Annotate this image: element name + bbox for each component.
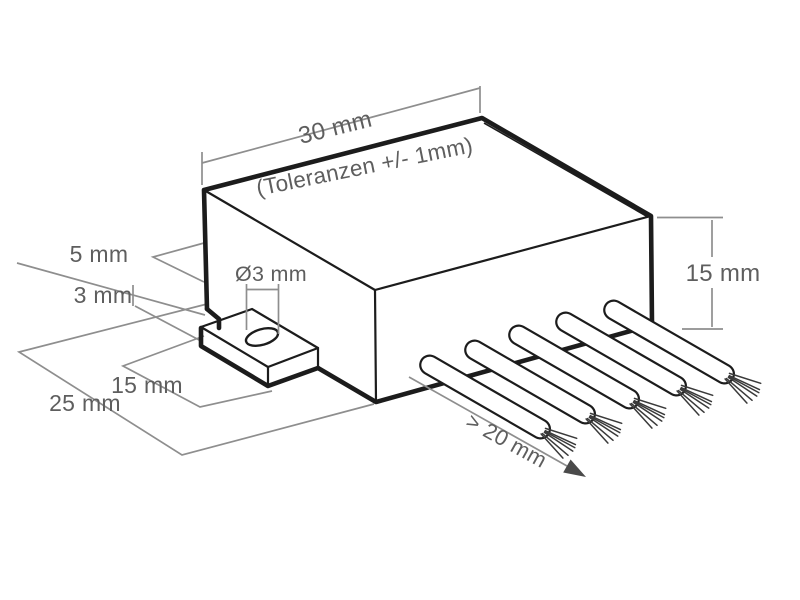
dimension-line <box>150 242 205 283</box>
notch-edge <box>204 306 222 331</box>
tab-offset-label: 5 mm <box>70 241 129 267</box>
mounting-tab-faces <box>201 309 318 386</box>
module-edges <box>201 115 655 405</box>
mounting-tab <box>201 309 318 386</box>
dimension-line <box>120 335 273 408</box>
dimension-hole-diameter: Ø3 mm <box>235 262 307 334</box>
extension-line <box>16 262 206 316</box>
module-body <box>204 118 652 402</box>
dimension-line <box>408 376 568 467</box>
depth-label: 25 mm <box>49 390 121 416</box>
dimension-tab-offset: 5 mm <box>70 241 205 283</box>
lid-seam-line <box>483 122 649 218</box>
dimension-line <box>16 303 375 456</box>
silhouette-edge <box>201 115 655 405</box>
dimension-tab-step: 3 mm <box>16 262 206 342</box>
height-label: 15 mm <box>686 260 761 287</box>
front-vertical-edge <box>373 288 378 404</box>
arrow-icon <box>563 459 586 477</box>
tab-step-label: 3 mm <box>74 282 133 308</box>
dimension-height: 15 mm <box>657 216 761 330</box>
dimension-line <box>201 87 481 164</box>
dimension-line <box>134 305 202 342</box>
tab-length-label: 15 mm <box>111 372 183 398</box>
dimension-tab-length: 15 mm <box>111 335 273 408</box>
hole-diameter-label: Ø3 mm <box>235 262 307 286</box>
width-label: 30 mm <box>296 106 375 150</box>
dimension-depth: 25 mm <box>16 303 375 456</box>
tab-silhouette-edge <box>198 325 321 389</box>
module-body-faces <box>204 118 652 402</box>
